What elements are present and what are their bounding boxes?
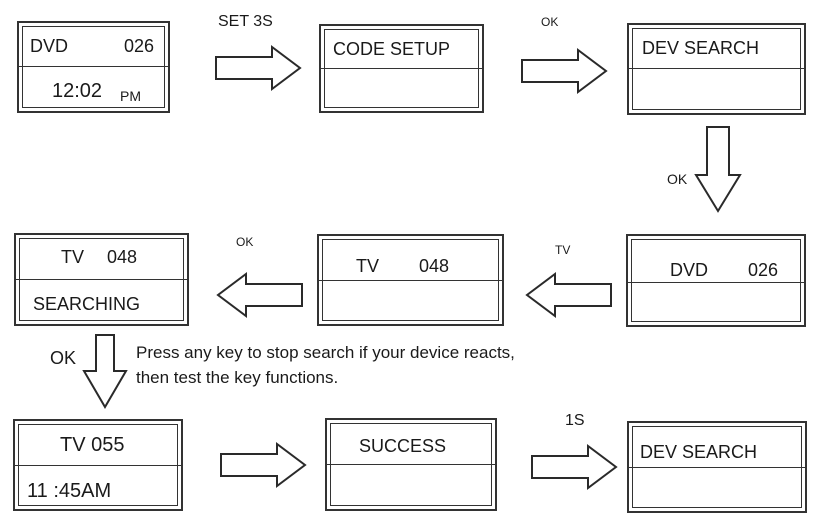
lcd-device-code: 048	[107, 247, 138, 267]
label-ok: OK	[541, 15, 559, 29]
label-ok: OK	[50, 348, 77, 368]
lcd-device-code: 026	[124, 36, 155, 56]
lcd-divider	[327, 464, 495, 465]
lcd-divider	[15, 465, 181, 466]
lcd-divider	[319, 280, 502, 281]
lcd-clock-time: 12:02	[52, 80, 103, 102]
lcd-clock-time: 11 :45AM	[27, 480, 112, 502]
lcd-device-label: TV	[61, 247, 85, 267]
lcd-device-label: DVD	[670, 260, 709, 280]
lcd-screen-dvd-code: DVD 026	[626, 234, 806, 327]
lcd-menu-title: CODE SETUP	[333, 39, 451, 59]
lcd-screen-dev-search: DEV SEARCH	[627, 23, 806, 115]
lcd-screen-success: SUCCESS	[325, 418, 497, 511]
lcd-divider	[321, 68, 482, 69]
lcd-divider	[629, 68, 804, 69]
lcd-menu-title: DEV SEARCH	[642, 38, 760, 58]
lcd-device-code: TV 055	[60, 434, 125, 456]
lcd-status-text: SUCCESS	[359, 436, 447, 456]
arrow-right-icon	[531, 444, 618, 490]
label-set-3s: SET 3S	[218, 13, 273, 30]
lcd-screen-dev-search-final: DEV SEARCH	[627, 421, 807, 513]
arrow-right-icon	[220, 442, 307, 488]
lcd-divider	[629, 467, 805, 468]
lcd-clock-ampm: PM	[120, 88, 141, 104]
label-ok: OK	[667, 171, 688, 187]
lcd-inner-frame	[22, 26, 165, 108]
lcd-menu-title: DEV SEARCH	[640, 442, 758, 462]
lcd-device-code: 026	[748, 260, 779, 280]
lcd-screen-tv-searching: TV 048 SEARCHING	[14, 233, 189, 326]
lcd-divider	[628, 282, 804, 283]
arrow-right-icon	[521, 48, 608, 94]
lcd-inner-frame	[631, 239, 801, 322]
arrow-right-icon	[215, 45, 302, 91]
lcd-divider	[19, 66, 168, 67]
instruction-line-1: Press any key to stop search if your dev…	[136, 343, 515, 362]
lcd-screen-tv-time: TV 055 11 :45AM	[13, 419, 183, 511]
label-ok: OK	[236, 235, 254, 249]
instruction-line-2: then test the key functions.	[136, 368, 339, 387]
arrow-down-icon	[694, 126, 742, 213]
lcd-device-label: TV	[356, 256, 380, 276]
arrow-left-icon	[525, 272, 612, 318]
label-tv: TV	[555, 243, 571, 257]
label-1s: 1S	[565, 412, 585, 429]
lcd-screen-code-setup: CODE SETUP	[319, 24, 484, 113]
lcd-screen-tv-code: TV 048	[317, 234, 504, 326]
lcd-device-code: 048	[419, 256, 450, 276]
lcd-device-label: DVD	[30, 36, 69, 56]
lcd-divider	[16, 279, 187, 280]
arrow-down-icon	[82, 334, 128, 409]
lcd-screen-dvd-time: DVD 026 12:02 PM	[17, 21, 170, 113]
lcd-status-text: SEARCHING	[33, 294, 141, 314]
lcd-inner-frame	[632, 28, 801, 110]
arrow-left-icon	[216, 272, 303, 318]
